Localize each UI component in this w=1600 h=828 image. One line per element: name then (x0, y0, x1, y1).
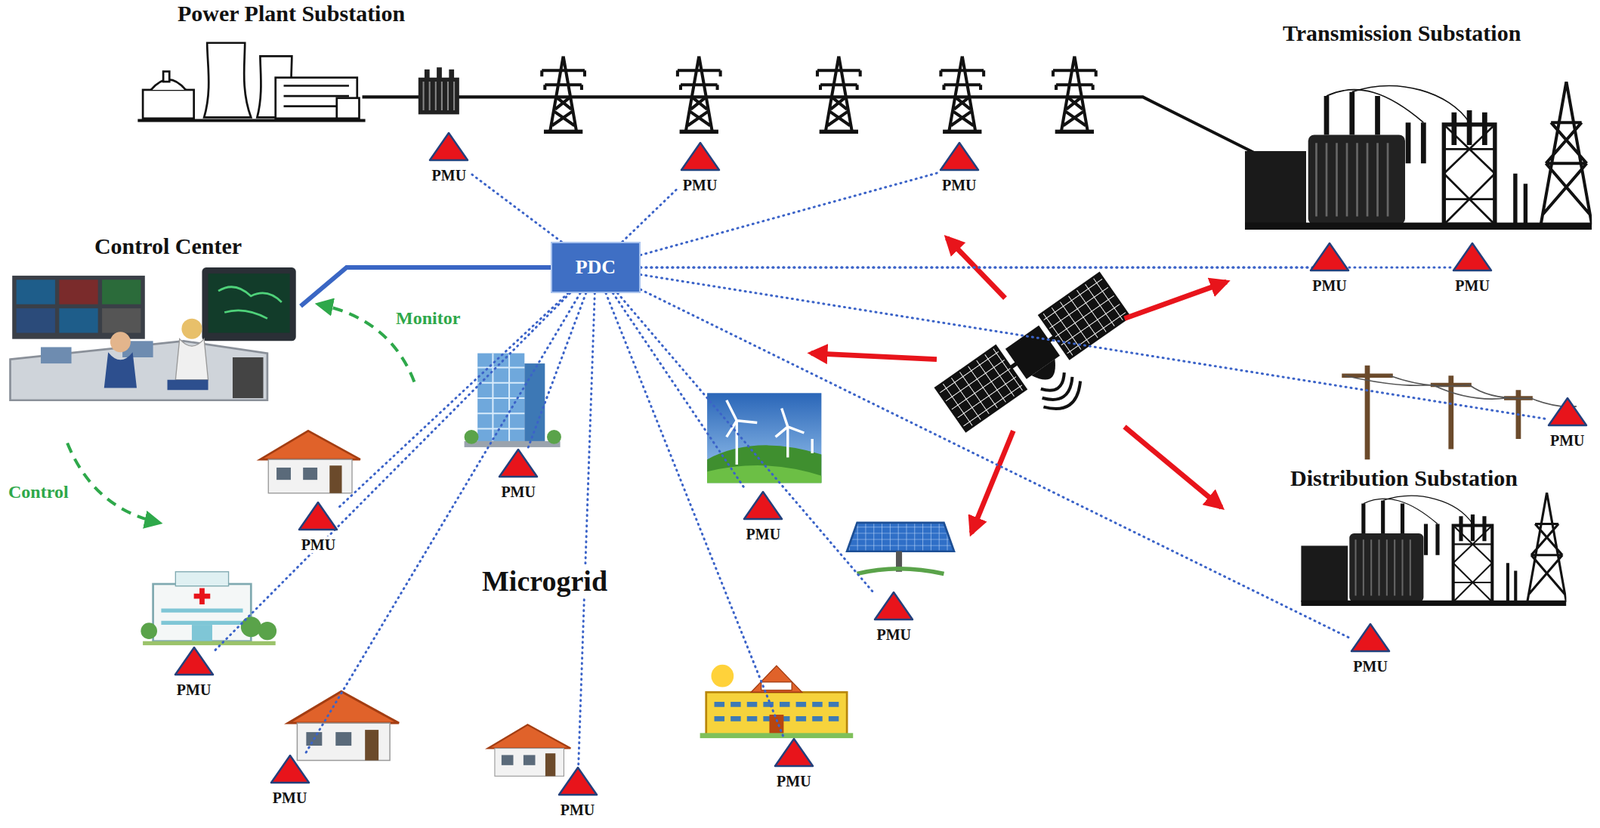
pmu-triangle (268, 753, 312, 785)
pmu-label: PMU (172, 681, 216, 699)
pmu-link (622, 187, 680, 242)
pmu-label: PMU (872, 626, 915, 643)
pmu-label: PMU (427, 166, 470, 184)
site-heading: Distribution Substation (1288, 465, 1520, 492)
pmu-label: PMU (296, 536, 340, 553)
pmu-node: PMU (172, 645, 216, 699)
pmu-node: PMU (741, 489, 785, 543)
feedback-arrows (67, 304, 414, 523)
pmu-triangle (556, 765, 600, 797)
pmu-triangle (172, 645, 216, 677)
pmu-node: PMU (296, 500, 340, 553)
distribution-substation-icon (1300, 492, 1567, 606)
wind-farm-icon (707, 392, 822, 483)
pmu-triangle (679, 140, 722, 173)
pdc-label: PDC (575, 256, 616, 279)
control-center-icon (10, 267, 297, 401)
pmu-node: PMU (872, 589, 915, 643)
transmission-substation-icon (1244, 81, 1592, 230)
house-icon (259, 430, 360, 493)
site-heading: Power Plant Substation (175, 0, 408, 27)
area-label: Microgrid (479, 564, 610, 598)
satellite-signal-arrows (811, 237, 1227, 534)
pmu-link (305, 293, 581, 754)
pmu-label: PMU (1546, 432, 1589, 449)
node-heading: Control Center (92, 233, 245, 260)
pmu-label: PMU (497, 483, 540, 501)
pmu-node: PMU (772, 736, 816, 790)
pdc-box: PDC (550, 241, 641, 294)
pmu-link (640, 172, 939, 256)
pmu-node: PMU (556, 765, 600, 819)
data-link (300, 267, 551, 306)
pmu-triangle (772, 736, 816, 769)
pmu-triangle (1308, 240, 1351, 273)
school-icon (700, 664, 854, 739)
pmu-node: PMU (679, 140, 722, 194)
pmu-link (612, 293, 745, 490)
pmu-label: PMU (1308, 277, 1351, 294)
pmu-node: PMU (427, 130, 470, 184)
pmu-node: PMU (268, 753, 312, 807)
pmu-link (339, 293, 569, 507)
control-center-node: Control Center (35, 233, 301, 405)
pmu-triangle (427, 130, 470, 163)
power-plant (137, 43, 365, 121)
site-heading: Transmission Substation (1280, 20, 1523, 47)
pmu-label: PMU (556, 801, 600, 819)
pmu-label: PMU (1349, 657, 1392, 675)
pmu-node: PMU (1451, 240, 1494, 294)
pmu-label: PMU (679, 176, 722, 194)
pmu-label: PMU (938, 176, 981, 194)
pmu-node: PMU (1349, 621, 1392, 675)
pmu-node: PMU (1546, 395, 1589, 449)
pmu-link (578, 293, 596, 766)
utility-poles (1341, 365, 1577, 460)
pmu-triangle (872, 589, 915, 622)
pmu-triangle (741, 489, 785, 522)
pmu-triangle (497, 447, 540, 479)
pmu-triangle (938, 140, 981, 173)
pmu-triangle (296, 500, 340, 532)
flow-label: Control (6, 481, 72, 503)
pmu-node: PMU (938, 140, 981, 194)
office-building-icon (464, 353, 562, 448)
pmu-node: PMU (1308, 240, 1351, 294)
transformer-symbol (418, 67, 460, 115)
pmu-link (640, 289, 1350, 638)
house-icon (488, 724, 571, 776)
pmu-link (605, 293, 784, 737)
pmu-label: PMU (268, 789, 312, 807)
pmu-link (469, 172, 562, 242)
pmu-label: PMU (1451, 277, 1494, 294)
pmu-link (528, 293, 586, 448)
pmu-link (640, 274, 1547, 420)
pmu-triangle (1451, 240, 1494, 273)
satellite-icon (935, 272, 1152, 462)
house-icon (287, 691, 399, 760)
solar-panel-icon (846, 522, 955, 575)
power-line (362, 96, 1256, 153)
pmu-node: PMU (497, 447, 540, 501)
pmu-link (617, 293, 874, 592)
transmission-towers (541, 55, 1096, 134)
pmu-label: PMU (772, 772, 816, 790)
pmu-triangle (1546, 395, 1589, 428)
flow-label: Monitor (393, 308, 463, 329)
pmu-label: PMU (741, 525, 785, 543)
pmu-triangle (1349, 621, 1392, 654)
